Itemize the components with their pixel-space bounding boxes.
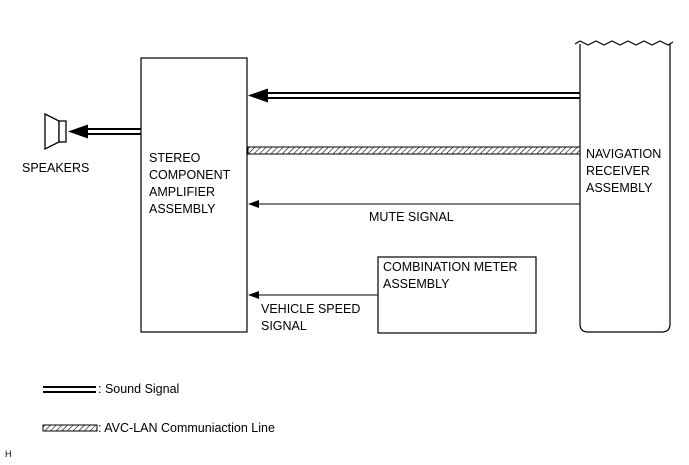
navigation-box (579, 44, 671, 333)
legend-avc-lan-label: : AVC-LAN Communiaction Line (98, 421, 275, 435)
vehicle-speed-signal-arrowhead (248, 291, 259, 299)
legend-sound-label: : Sound Signal (98, 382, 180, 396)
mute-signal-label: MUTE SIGNAL (369, 210, 454, 224)
mute-signal-arrowhead (248, 200, 259, 208)
legend-avc-lan-swatch (42, 424, 98, 432)
amplifier-label: STEREO COMPONENT AMPLIFIER ASSEMBLY (149, 151, 231, 216)
navigation-label: NAVIGATION RECEIVER ASSEMBLY (586, 147, 662, 195)
sound-signal-arrowhead-speaker (68, 124, 88, 139)
vehicle-speed-signal-label: VEHICLE SPEED SIGNAL (261, 302, 361, 333)
speakers-label: SPEAKERS (22, 161, 90, 175)
meter-label: COMBINATION METER ASSEMBLY (383, 260, 518, 291)
avc-lan-line (247, 146, 581, 155)
corner-mark: H (5, 449, 12, 459)
sound-signal-arrowhead-nav (248, 88, 268, 103)
amplifier-box (140, 57, 248, 333)
speaker-icon (44, 112, 67, 151)
navigation-box-top-edge (574, 40, 674, 46)
